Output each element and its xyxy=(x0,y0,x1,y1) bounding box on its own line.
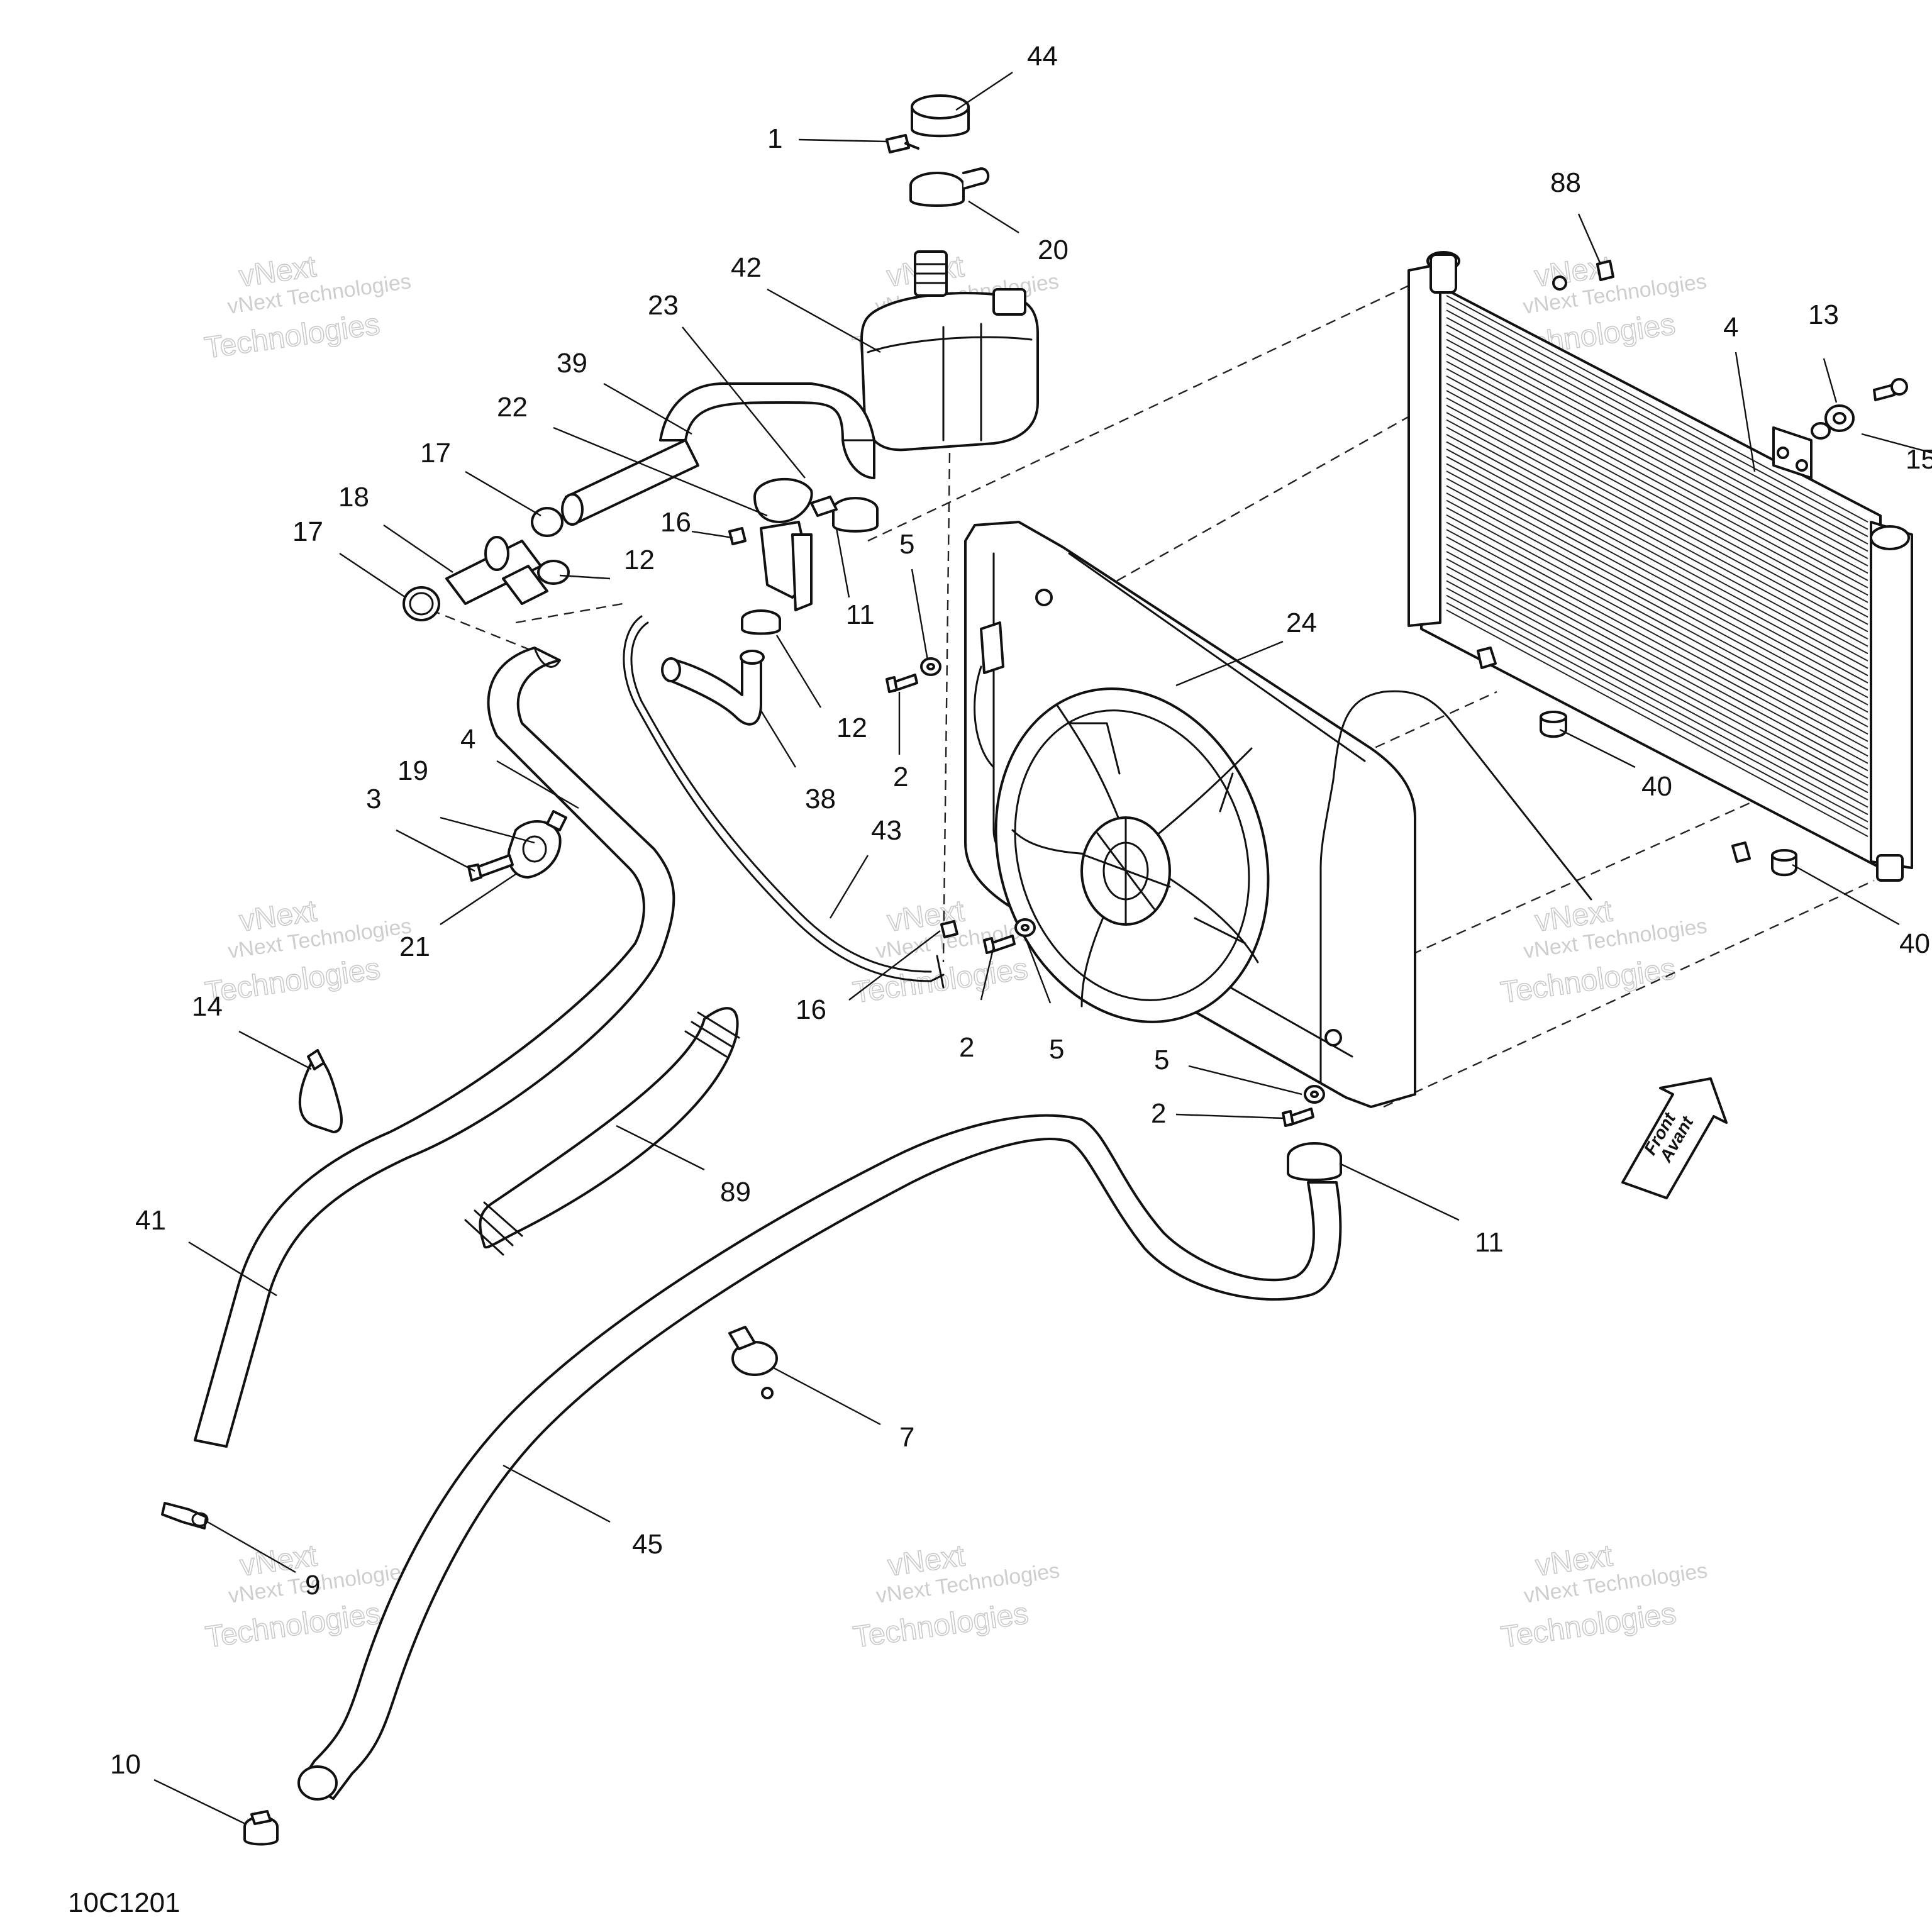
part-12-clamp-b xyxy=(741,609,781,635)
callout: 21 xyxy=(399,931,430,962)
part-20-clamp xyxy=(909,167,990,207)
hose-23 xyxy=(659,382,875,479)
diagram-code: 10C1201 xyxy=(68,1887,180,1918)
sensor-wire xyxy=(1332,690,1592,901)
callout: 1 xyxy=(767,123,782,154)
leader-lines xyxy=(153,72,1932,1825)
part-12-clamp-a xyxy=(537,560,570,585)
part-22-housing xyxy=(753,477,813,611)
callout: 12 xyxy=(836,713,867,743)
callout: 3 xyxy=(366,784,381,814)
callout: 40 xyxy=(1641,771,1672,802)
callout: 9 xyxy=(305,1570,320,1601)
callout: 15 xyxy=(1906,444,1932,475)
hose-89 xyxy=(464,1007,740,1256)
radiator-fins xyxy=(1446,295,1868,837)
callout: 5 xyxy=(1154,1045,1169,1075)
fan-assembly xyxy=(994,687,1270,1023)
callout: 10 xyxy=(110,1749,141,1780)
part-14-clamp xyxy=(298,1049,343,1133)
watermark: vNext vNext Technologies Technologies xyxy=(202,249,413,365)
watermark: vNext vNext Technologies Technologies xyxy=(203,894,413,1010)
callout: 2 xyxy=(1151,1098,1166,1129)
hose-39 xyxy=(561,439,699,526)
callout: 4 xyxy=(460,724,475,755)
callout: 42 xyxy=(731,252,762,283)
callout: 7 xyxy=(899,1422,914,1453)
callout: 88 xyxy=(1550,167,1581,198)
part-3-bolt xyxy=(467,854,514,882)
callout: 4 xyxy=(1723,312,1738,343)
radiator xyxy=(1407,251,1913,882)
part-88 xyxy=(1596,260,1614,281)
watermark: vNext vNext Technologies Technologies xyxy=(1499,1538,1709,1655)
callout-labels: 44 1 20 42 23 39 22 17 18 17 16 12 11 5 … xyxy=(110,41,1932,1780)
hose-38 xyxy=(661,650,765,726)
fasteners xyxy=(886,657,1325,1127)
part-10-clamp xyxy=(243,1810,279,1846)
part-18-t-fitting xyxy=(445,536,548,605)
callout: 23 xyxy=(648,290,679,321)
callout: 17 xyxy=(420,438,451,469)
callout: 16 xyxy=(660,507,691,538)
callout: 20 xyxy=(1038,235,1069,265)
fan-shroud xyxy=(964,521,1592,1108)
front-direction-badge: Front Avant xyxy=(1621,1077,1728,1199)
callout: 39 xyxy=(557,348,587,379)
hose-45 xyxy=(297,1114,1342,1801)
callout: 12 xyxy=(624,545,655,575)
callout: 13 xyxy=(1808,299,1839,330)
part-1-clip xyxy=(886,134,919,153)
part-16b-clamp xyxy=(940,920,958,938)
callout: 5 xyxy=(1049,1034,1064,1065)
watermark: vNext vNext Technologies Technologies xyxy=(1498,894,1709,1010)
watermark: vNext vNext Technologies Technologies xyxy=(851,1538,1062,1655)
callout: 41 xyxy=(135,1205,166,1236)
part-11-clamp-upper xyxy=(810,496,879,533)
coolant-reservoir xyxy=(860,250,1039,452)
callout: 22 xyxy=(497,392,528,423)
callout: 18 xyxy=(338,482,369,513)
tube-43 xyxy=(623,615,945,989)
callout: 16 xyxy=(796,994,826,1025)
callout: 45 xyxy=(632,1529,663,1560)
part-7-clamp xyxy=(728,1326,778,1399)
part-19-bracket xyxy=(507,810,567,879)
part-17-clamp-b xyxy=(402,586,440,621)
callout: 38 xyxy=(805,784,836,814)
callout: 17 xyxy=(292,516,323,547)
hose-41 xyxy=(194,647,675,1448)
callout: 19 xyxy=(397,755,428,786)
callout: 2 xyxy=(893,762,908,792)
callout: 14 xyxy=(192,991,223,1022)
callout: 11 xyxy=(1475,1227,1504,1258)
radiator-hardware xyxy=(1477,260,1908,877)
callout: 89 xyxy=(720,1177,751,1208)
part-9-clamp xyxy=(161,1502,209,1530)
callout: 24 xyxy=(1286,608,1317,638)
part-17-clamp-a xyxy=(531,507,564,537)
part-16-clamp-a xyxy=(728,527,747,545)
callout: 2 xyxy=(959,1032,974,1063)
callout: 11 xyxy=(846,599,875,630)
part-11-clamp-lower xyxy=(1287,1142,1342,1182)
callout: 5 xyxy=(899,529,914,560)
callout: 40 xyxy=(1899,928,1930,959)
reservoir-cap xyxy=(911,94,970,138)
callout: 44 xyxy=(1027,41,1058,72)
callout: 43 xyxy=(871,815,902,846)
